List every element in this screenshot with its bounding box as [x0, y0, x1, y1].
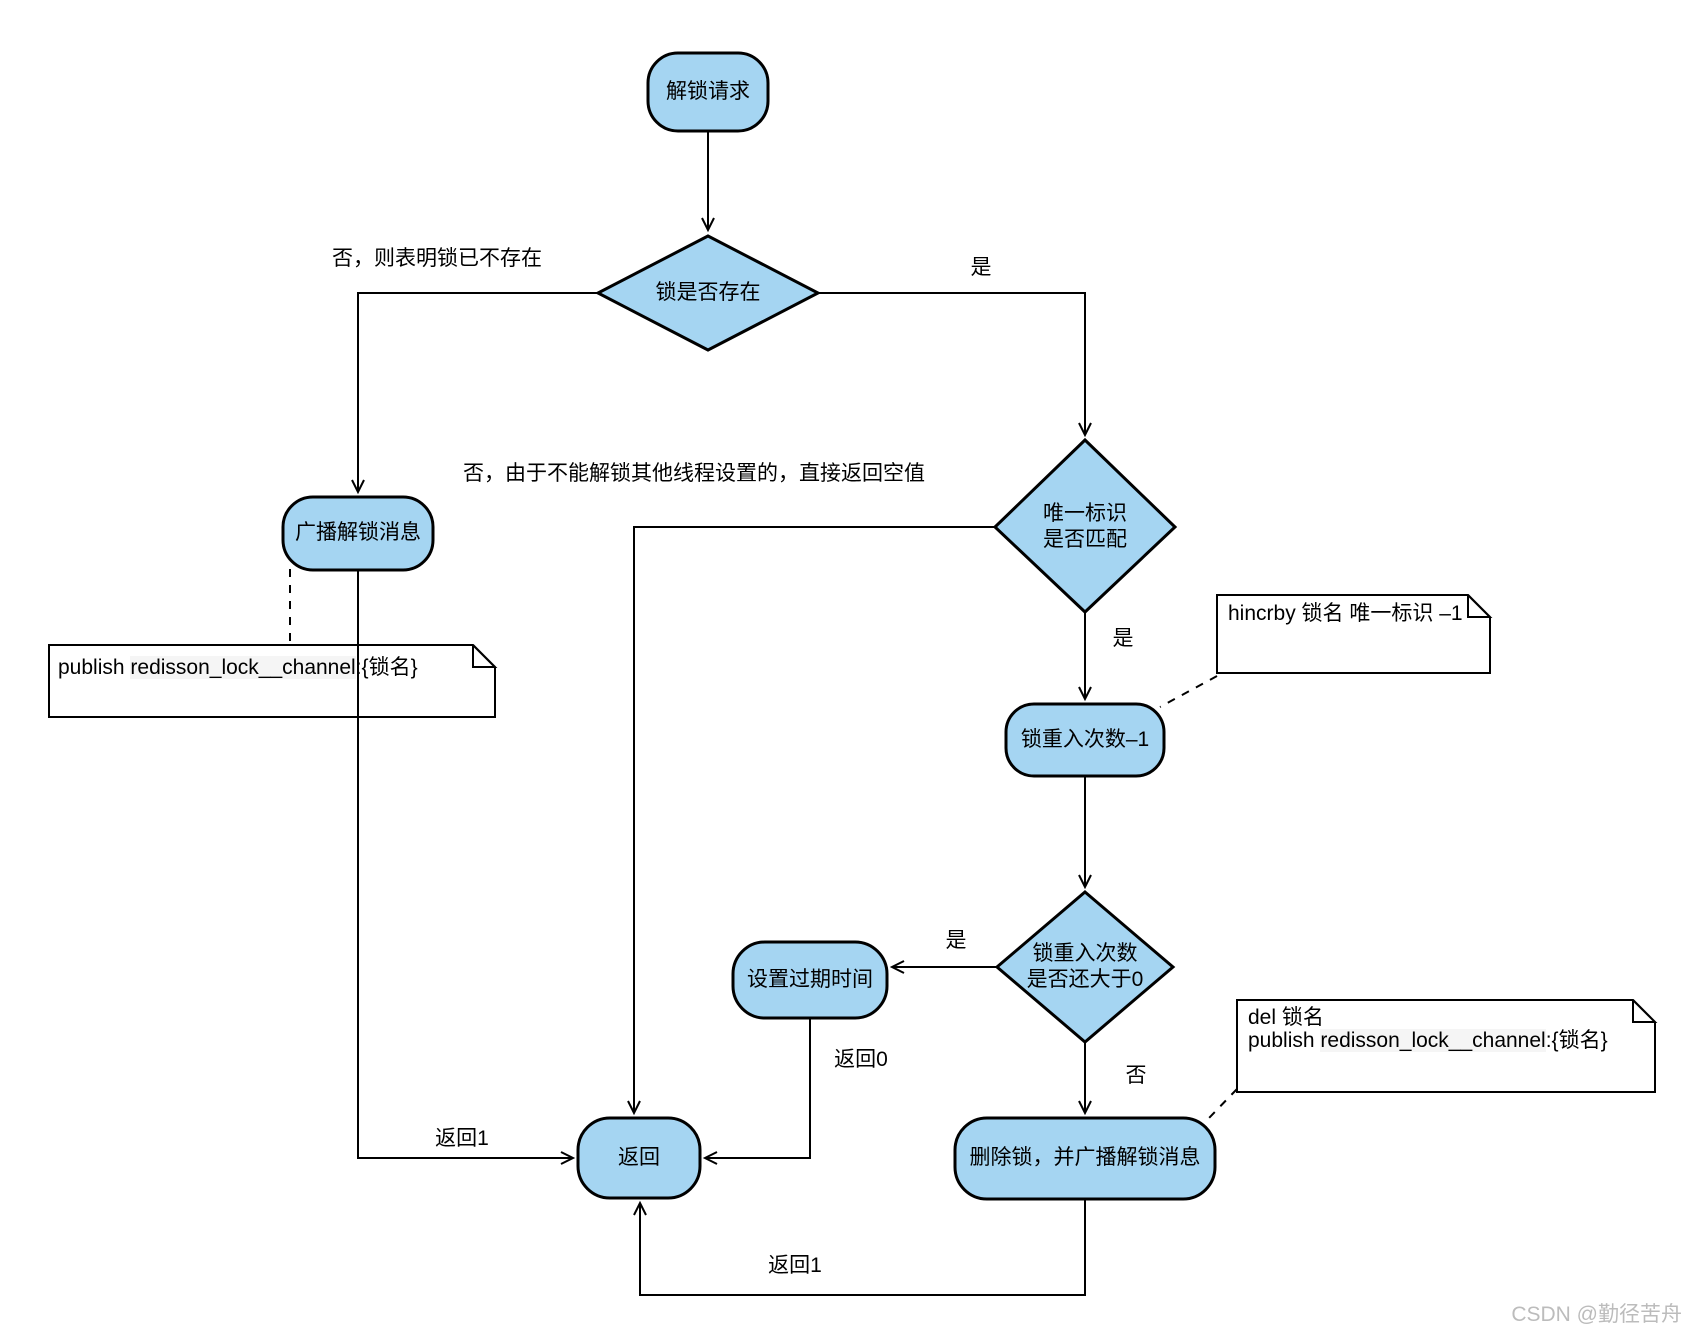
- edge-label-return1-bottom: 返回1: [768, 1254, 822, 1277]
- delete-node-label: 删除锁，并广播解锁消息: [969, 1146, 1201, 1169]
- edge-label-yes-match: 是: [1112, 627, 1134, 650]
- note-del-line2-suffix: :{锁名}: [1545, 1029, 1608, 1052]
- decision-gt0-line1: 锁重入次数: [1032, 942, 1138, 965]
- edge-label-no-lock-missing: 否，则表明锁已不存在: [332, 247, 542, 270]
- edge-label-return0: 返回0: [834, 1048, 888, 1071]
- edge-broadcast-return1: [357, 570, 576, 1165]
- edge-label-yes-exists: 是: [970, 256, 992, 279]
- connector-del-note: [1207, 1088, 1238, 1120]
- csdn-watermark: CSDN @勤径苦舟: [1511, 1303, 1682, 1326]
- note-hincrby-shape: [1216, 594, 1491, 674]
- start-node-shape: [646, 51, 770, 133]
- decr-node-label: 锁重入次数–1: [1020, 728, 1150, 751]
- edge-lockexists-no: [351, 292, 598, 495]
- note-del-line2-prefix: publish: [1248, 1029, 1321, 1052]
- edge-idmatch-no: [627, 526, 995, 1116]
- return-node-shape: [576, 1116, 702, 1200]
- note-hincrby-text: hincrby 锁名 唯一标识 –1: [1228, 602, 1463, 625]
- note-publish-suffix: :{锁名}: [355, 656, 418, 679]
- delete-node-shape: [953, 1116, 1217, 1201]
- decision-lock-exists-label: 锁是否存在: [655, 281, 761, 304]
- note-del-line2: publish redisson_lock__channel:{锁名}: [1248, 1029, 1608, 1052]
- decision-id-match-label: 唯一标识 是否匹配: [1043, 501, 1127, 553]
- decision-id-match-line2: 是否匹配: [1043, 528, 1127, 551]
- connector-hincrby-note: [1159, 675, 1218, 708]
- note-del-line2-code: redisson_lock__channel: [1320, 1029, 1546, 1052]
- edge-delete-return1: [633, 1199, 1086, 1296]
- broadcast-node-shape: [281, 495, 435, 572]
- edge-label-yes-gt0: 是: [945, 929, 967, 952]
- note-publish-prefix: publish: [58, 656, 131, 679]
- note-del-fold: [1632, 999, 1658, 1023]
- note-publish-fold: [472, 644, 498, 668]
- set-expire-node-shape: [731, 940, 889, 1020]
- decision-gt0-shape: [994, 890, 1176, 1044]
- decision-lock-exists-shape: [594, 234, 822, 352]
- set-expire-node-label: 设置过期时间: [747, 968, 873, 991]
- edge-label-return1-left: 返回1: [435, 1127, 489, 1150]
- note-publish-text: publish redisson_lock__channel:{锁名}: [58, 656, 418, 679]
- decision-id-match-shape: [992, 437, 1178, 615]
- edge-label-no-gt0: 否: [1125, 1064, 1147, 1087]
- note-del-text: del 锁名 publish redisson_lock__channel:{锁…: [1248, 1006, 1608, 1052]
- note-del-line1: del 锁名: [1248, 1006, 1324, 1029]
- note-publish-code: redisson_lock__channel: [130, 656, 356, 679]
- decision-gt0-line2: 是否还大于0: [1026, 968, 1144, 991]
- edge-label-no-cannot-unlock: 否，由于不能解锁其他线程设置的，直接返回空值: [463, 462, 925, 485]
- decr-node-shape: [1004, 702, 1166, 778]
- edge-setexpire-return0: [702, 1018, 811, 1165]
- decision-id-match-line1: 唯一标识: [1043, 502, 1127, 525]
- note-hincrby-fold: [1467, 594, 1493, 618]
- return-node-label: 返回: [618, 1146, 660, 1169]
- broadcast-node-label: 广播解锁消息: [295, 521, 421, 544]
- edge-lockexists-yes: [818, 292, 1092, 438]
- start-node-label: 解锁请求: [666, 80, 750, 103]
- decision-gt0-label: 锁重入次数 是否还大于0: [1027, 941, 1144, 993]
